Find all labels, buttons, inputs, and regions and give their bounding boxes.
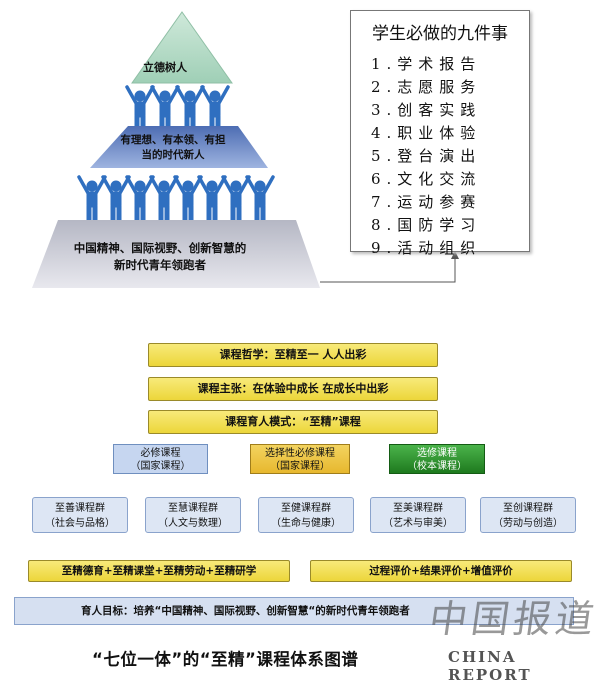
list-item: 8.国防学习 <box>371 216 482 234</box>
watermark-english: CHINA REPORT <box>448 648 532 684</box>
list-item: 5.登台演出 <box>371 147 482 165</box>
course-type-name: 必修课程 <box>140 448 181 459</box>
course-type-name: 选择性必修课程 <box>265 448 335 459</box>
connector-arrow-line <box>320 251 456 283</box>
course-group-note: （艺术与审美） <box>383 518 453 529</box>
people-row-upper <box>125 85 230 132</box>
connector-arrow-head <box>451 251 459 259</box>
list-item: 3.创客实践 <box>371 101 482 119</box>
nine-things-list: 1.学术报告 2.志愿服务 3.创客实践 4.职业体验 5.登台演出 6.文化交… <box>371 53 481 260</box>
course-type-note: （国家课程） <box>130 461 191 472</box>
education-goal-bar: 育人目标：培养“中国精神、国际视野、创新智慧“的新时代青年领跑者 <box>14 597 574 625</box>
course-group-box: 至善课程群 （社会与品格） <box>32 497 128 533</box>
pyramid-middle-line: 当的时代新人 <box>141 149 205 161</box>
list-item: 6.文化交流 <box>371 170 482 188</box>
nine-things-box: 学生必做的九件事 1.学术报告 2.志愿服务 3.创客实践 4.职业体验 5.登… <box>350 10 530 257</box>
course-group-note: （人文与数理） <box>158 518 228 529</box>
course-group-box: 至健课程群 （生命与健康） <box>258 497 354 533</box>
nine-things-title: 学生必做的九件事 <box>372 24 508 44</box>
list-item: 7.运动参赛 <box>371 193 482 211</box>
pyramid-middle-label: 有理想、有本领、有担 当的时代新人 <box>98 133 248 163</box>
course-type-note: （国家课程） <box>270 461 330 472</box>
course-group-name: 至善课程群 <box>55 503 105 514</box>
course-group-box: 至慧课程群 （人文与数理） <box>145 497 241 533</box>
course-group-box: 至创课程群 （劳动与创造） <box>480 497 576 533</box>
required-course-box: 必修课程 （国家课程） <box>113 444 208 474</box>
elective-course-box: 选修课程 （校本课程） <box>389 444 485 474</box>
pyramid-bottom-tier <box>32 220 320 288</box>
course-group-name: 至创课程群 <box>503 503 553 514</box>
curriculum-mode-bar: 课程育人模式：“至精”课程 <box>148 410 438 434</box>
course-group-name: 至健课程群 <box>281 503 331 514</box>
selective-required-course-box: 选择性必修课程 （国家课程） <box>250 444 350 474</box>
pyramid-bottom-line: 中国精神、国际视野、创新智慧的 <box>73 241 247 255</box>
course-type-name: 选修课程 <box>417 448 457 459</box>
list-item: 1.学术报告 <box>371 55 482 73</box>
course-group-note: （生命与健康） <box>271 518 341 529</box>
precise-education-bar: 至精德育+至精课堂+至精劳动+至精研学 <box>28 560 290 582</box>
course-group-name: 至美课程群 <box>393 503 443 514</box>
course-group-note: （劳动与创造） <box>493 518 563 529</box>
curriculum-philosophy-bar: 课程哲学：至精至一 人人出彩 <box>148 343 438 367</box>
pyramid-top-label: 立德树人 <box>143 61 187 74</box>
evaluation-bar: 过程评价+结果评价+增值评价 <box>310 560 572 582</box>
pyramid-top-tier <box>131 11 233 84</box>
course-group-note: （社会与品格） <box>45 518 115 529</box>
pyramid-middle-line: 有理想、有本领、有担 <box>120 134 226 146</box>
course-group-name: 至慧课程群 <box>168 503 218 514</box>
list-item: 2.志愿服务 <box>371 78 482 96</box>
pyramid-bottom-line: 新时代青年领跑者 <box>114 258 206 272</box>
people-row-lower <box>77 175 275 222</box>
curriculum-proposition-bar: 课程主张：在体验中成长 在成长中出彩 <box>148 377 438 401</box>
course-type-note: （校本课程） <box>407 461 467 472</box>
pyramid-bottom-label: 中国精神、国际视野、创新智慧的 新时代青年领跑者 <box>40 240 280 274</box>
pyramid-middle-tier <box>90 126 268 168</box>
list-item: 4.职业体验 <box>371 124 482 142</box>
course-group-box: 至美课程群 （艺术与审美） <box>370 497 466 533</box>
figure-caption: “七位一体”的“至精”课程体系图谱 <box>92 650 359 669</box>
watermark-chinese: 中国报道 <box>426 597 600 641</box>
list-item: 9.活动组织 <box>371 239 482 257</box>
